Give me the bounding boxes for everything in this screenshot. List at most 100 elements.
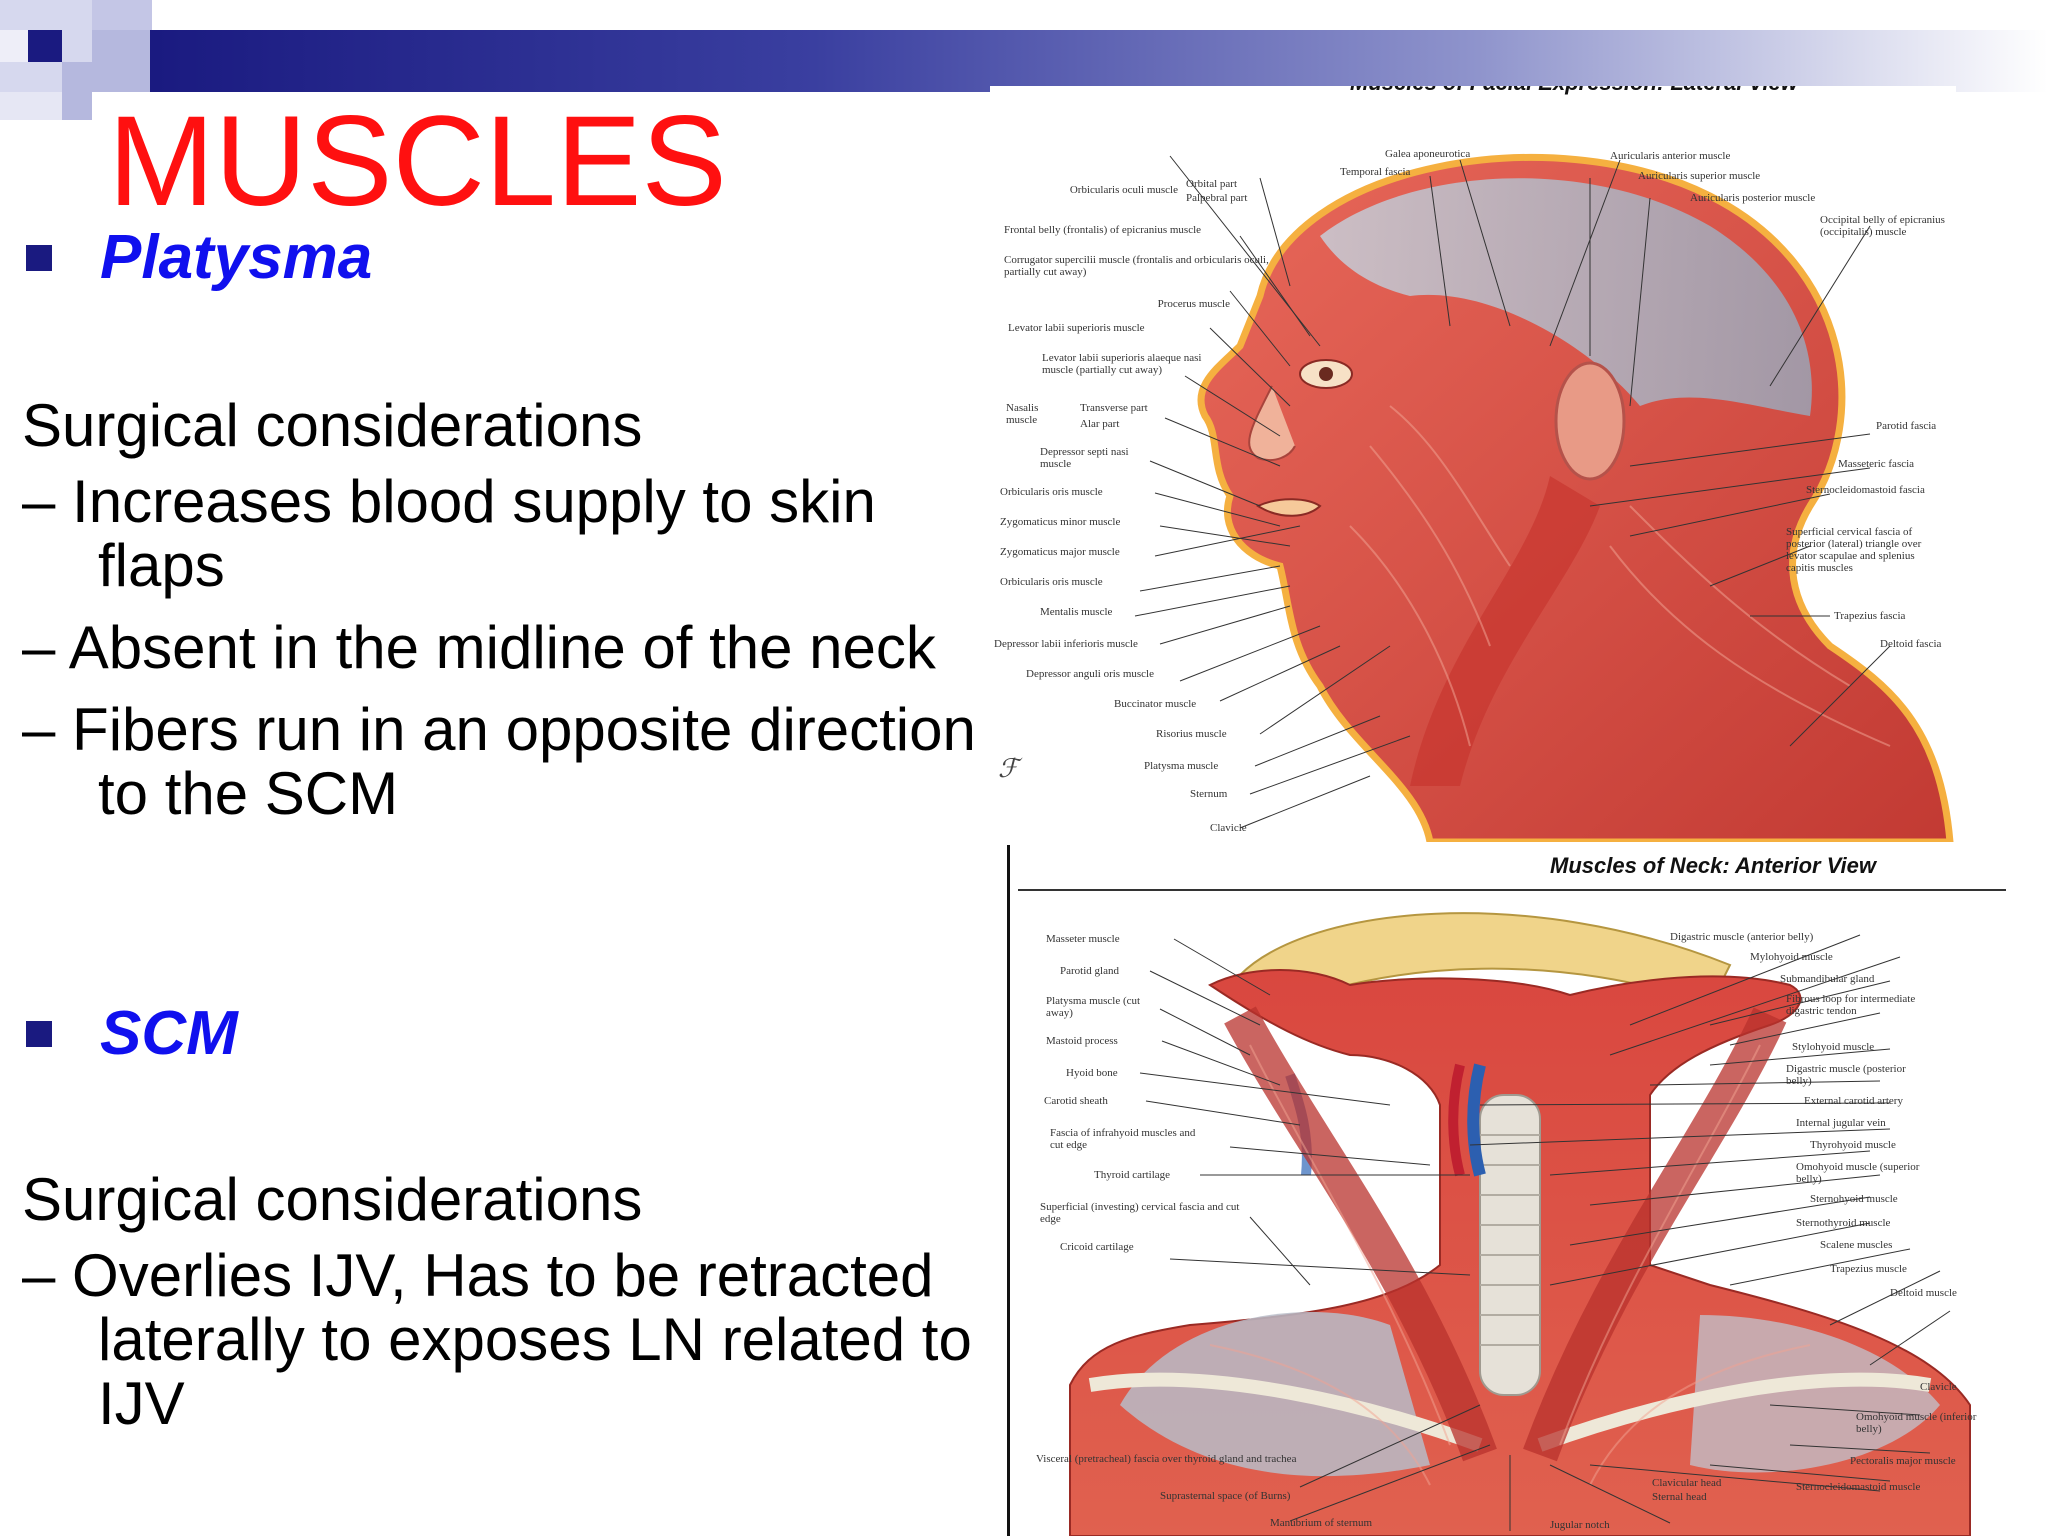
anatomy-label: Masseter muscle xyxy=(1046,933,1120,945)
anatomy-label: Pectoralis major muscle xyxy=(1850,1455,1956,1467)
anatomy-label: Clavicular head xyxy=(1652,1477,1722,1489)
anatomy-label: Zygomaticus major muscle xyxy=(1000,546,1120,558)
anatomy-label: Clavicle xyxy=(1920,1381,1957,1393)
anatomy-label: Internal jugular vein xyxy=(1796,1117,1886,1129)
anatomy-label: Depressor septi nasi muscle xyxy=(1040,446,1129,470)
anatomy-label: Stylohyoid muscle xyxy=(1792,1041,1875,1053)
anatomy-label: Sternal head xyxy=(1652,1491,1707,1503)
anatomy-label: Sternocleidomastoid fascia xyxy=(1806,484,1925,496)
anatomy-label: Frontal belly (frontalis) of epicranius … xyxy=(1004,224,1202,236)
anatomy-label: Deltoid muscle xyxy=(1890,1287,1957,1299)
anatomy-label: Scalene muscles xyxy=(1820,1239,1893,1251)
anatomy-label: Nasalis muscle xyxy=(1006,402,1039,426)
anatomy-label: Sternohyoid muscle xyxy=(1810,1193,1898,1205)
anatomy-label: Alar part xyxy=(1080,418,1120,430)
anatomy-label: Sternum xyxy=(1190,788,1228,800)
anatomy-label: Digastric muscle (anterior belly) xyxy=(1670,931,1814,943)
bullet-square-icon xyxy=(26,1020,52,1047)
figure-caption: Muscles of Neck: Anterior View xyxy=(1550,853,1877,878)
slide-title: MUSCLES xyxy=(108,90,727,233)
anatomy-label: Orbital part xyxy=(1186,178,1238,190)
anatomy-label: Orbicularis oculi muscle xyxy=(1069,184,1178,196)
bullet-label: Platysma xyxy=(100,223,373,292)
anatomy-label: Visceral (pretracheal) fascia over thyro… xyxy=(1036,1453,1297,1465)
anatomy-label: Mylohyoid muscle xyxy=(1750,951,1833,963)
figure-neck-muscles-anterior: Muscles of Neck: Anterior View Masseter … xyxy=(1007,845,2010,1536)
anatomy-label: Depressor anguli oris muscle xyxy=(1026,668,1154,680)
anatomy-label: Occipital belly of epicranius (occipital… xyxy=(1820,214,1945,238)
anatomy-label: Masseteric fascia xyxy=(1838,458,1915,470)
anatomy-label: Buccinator muscle xyxy=(1114,698,1197,710)
anatomy-label: Platysma muscle xyxy=(1144,760,1219,772)
anatomy-label: Auricularis superior muscle xyxy=(1638,170,1761,182)
anatomy-label: Orbicularis oris muscle xyxy=(1000,486,1103,498)
anatomy-label: Auricularis anterior muscle xyxy=(1610,150,1731,162)
anatomy-label: Digastric muscle (posterior belly) xyxy=(1786,1063,1906,1087)
anatomy-label: Palpebral part xyxy=(1186,192,1248,204)
artist-signature: ℱ xyxy=(998,754,1019,784)
anatomy-label: Risorius muscle xyxy=(1156,728,1227,740)
anatomy-label: Temporal fascia xyxy=(1340,166,1411,178)
caption-rule xyxy=(1018,889,2006,891)
anatomy-label: Auricularis posterior muscle xyxy=(1690,192,1816,204)
anatomy-label: Thyroid cartilage xyxy=(1094,1169,1171,1181)
anatomy-label: Jugular notch xyxy=(1550,1519,1610,1531)
bullet-scm: SCM xyxy=(26,998,238,1069)
head-lateral-illustration xyxy=(1134,153,1954,842)
anatomy-label: Omohyoid muscle (superior belly) xyxy=(1796,1161,1920,1185)
platysma-considerations: Surgical considerations – Increases bloo… xyxy=(22,386,982,826)
anatomy-label: Corrugator supercilii muscle (frontalis … xyxy=(1004,254,1269,278)
consideration-point: – Overlies IJV, Has to be retracted late… xyxy=(22,1242,972,1437)
anatomy-label: Clavicle xyxy=(1210,822,1247,834)
anatomy-label: Manubrium of sternum xyxy=(1270,1517,1373,1529)
anatomy-label: Carotid sheath xyxy=(1044,1095,1108,1107)
anatomy-label: Platysma muscle (cut away) xyxy=(1046,995,1141,1019)
template-square-mid xyxy=(62,62,92,120)
template-square-mid xyxy=(92,30,152,92)
anatomy-label: Suprasternal space (of Burns) xyxy=(1160,1490,1291,1502)
considerations-heading: Surgical considerations xyxy=(22,392,643,459)
anatomy-label: Zygomaticus minor muscle xyxy=(1000,516,1121,528)
bullet-platysma: Platysma xyxy=(26,222,372,293)
anatomy-label: Thyrohyoid muscle xyxy=(1810,1139,1896,1151)
anatomy-label: External carotid artery xyxy=(1804,1095,1903,1107)
anatomy-label: Procerus muscle xyxy=(1157,298,1230,310)
consideration-point: – Fibers run in an opposite direction to… xyxy=(22,696,976,827)
template-header-bar xyxy=(150,30,2048,92)
figure-caption: Muscles of Facial Expression: Lateral Vi… xyxy=(1350,86,1798,96)
figure-facial-muscles-lateral: Muscles of Facial Expression: Lateral Vi… xyxy=(990,86,1956,842)
considerations-heading: Surgical considerations xyxy=(22,1166,643,1233)
anatomy-label: Superficial cervical fascia of posterior… xyxy=(1786,526,1922,574)
anatomy-label: Depressor labii inferioris muscle xyxy=(994,638,1138,650)
anatomy-label: Mentalis muscle xyxy=(1040,606,1113,618)
anatomy-label: Parotid fascia xyxy=(1876,420,1937,432)
anatomy-label: Cricoid cartilage xyxy=(1060,1241,1134,1253)
anatomy-label: Superficial (investing) cervical fascia … xyxy=(1040,1201,1240,1225)
template-square-navy xyxy=(28,30,62,62)
anatomy-label: Transverse part xyxy=(1080,402,1148,414)
anatomy-label: Trapezius muscle xyxy=(1830,1263,1907,1275)
anatomy-label: Hyoid bone xyxy=(1066,1067,1118,1079)
anatomy-label: Galea aponeurotica xyxy=(1385,148,1471,160)
anatomy-label: Omohyoid muscle (inferior belly) xyxy=(1856,1411,1977,1435)
anatomy-label: Parotid gland xyxy=(1060,965,1119,977)
scm-considerations: Surgical considerations – Overlies IJV, … xyxy=(22,1160,982,1436)
consideration-point: – Absent in the midline of the neck xyxy=(22,614,936,681)
consideration-point: – Increases blood supply to skin flaps xyxy=(22,468,876,599)
anatomy-label: Trapezius fascia xyxy=(1834,610,1906,622)
neck-anterior-illustration xyxy=(1069,912,1971,1536)
anatomy-label: Sternothyroid muscle xyxy=(1796,1217,1891,1229)
anatomy-label: Fibrous loop for intermediate digastric … xyxy=(1786,993,1916,1017)
bullet-square-icon xyxy=(26,244,52,271)
anatomy-label: Orbicularis oris muscle xyxy=(1000,576,1103,588)
anatomy-label: Deltoid fascia xyxy=(1880,638,1942,650)
anatomy-label: Levator labii superioris alaeque nasi mu… xyxy=(1042,352,1202,376)
template-square-light xyxy=(0,30,28,62)
anatomy-label: Sternocleidomastoid muscle xyxy=(1796,1481,1921,1493)
anatomy-label: Fascia of infrahyoid muscles and cut edg… xyxy=(1050,1127,1196,1151)
anatomy-label: Levator labii superioris muscle xyxy=(1008,322,1145,334)
template-square-light xyxy=(92,0,152,30)
template-square-light xyxy=(0,92,62,120)
anatomy-label: Mastoid process xyxy=(1046,1035,1118,1047)
bullet-label: SCM xyxy=(100,999,238,1068)
